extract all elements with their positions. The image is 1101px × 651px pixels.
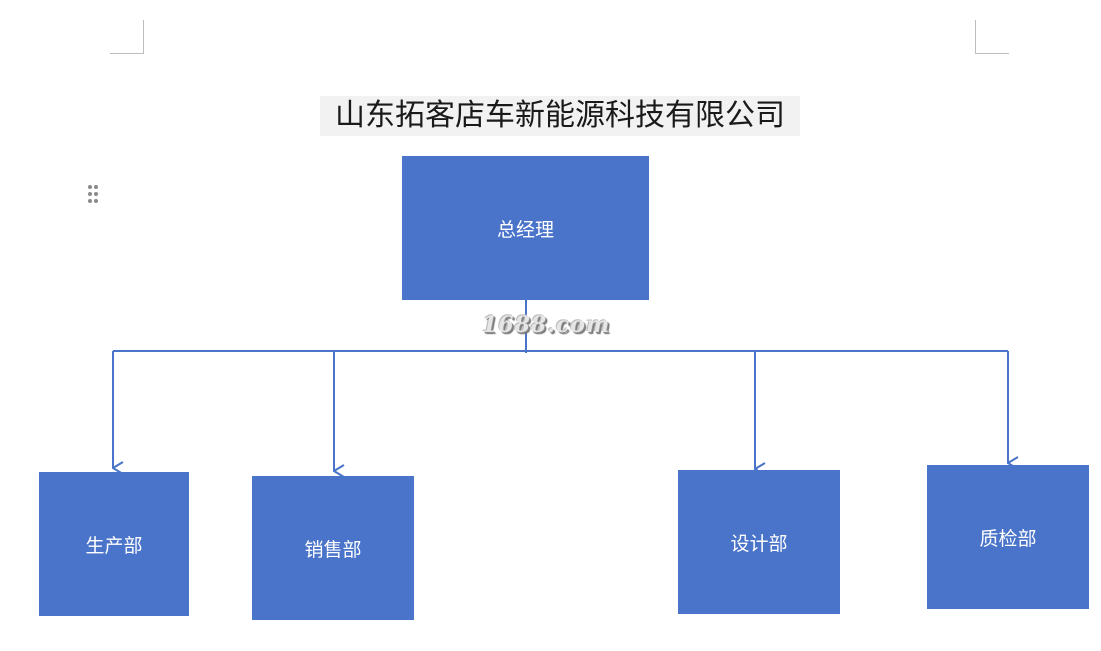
node-general-manager-label: 总经理 (496, 218, 554, 241)
node-quality-department[interactable]: 质检部 (927, 465, 1089, 609)
node-sales-department-label: 销售部 (304, 538, 362, 561)
drag-handle-icon[interactable] (88, 185, 100, 205)
page-margin-corner-top-left (110, 20, 144, 54)
node-quality-department-label: 质检部 (979, 527, 1037, 550)
watermark: 1688.com (482, 312, 611, 338)
node-design-department[interactable]: 设计部 (678, 470, 840, 614)
node-production-department[interactable]: 生产部 (39, 472, 189, 616)
node-production-department-label: 生产部 (85, 534, 143, 557)
page-margin-corner-top-right (975, 20, 1009, 54)
company-title[interactable]: 山东拓客店车新能源科技有限公司 (320, 96, 800, 136)
node-design-department-label: 设计部 (730, 532, 788, 555)
node-sales-department[interactable]: 销售部 (252, 476, 414, 620)
node-general-manager[interactable]: 总经理 (402, 156, 649, 300)
